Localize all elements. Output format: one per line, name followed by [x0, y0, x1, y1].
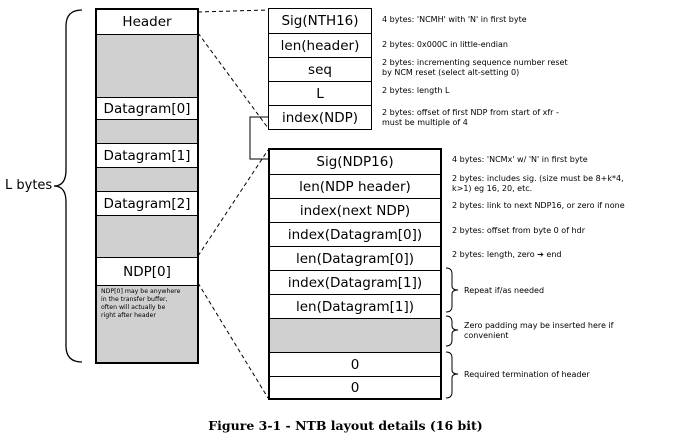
ntb-datagram-0: Datagram[0] [97, 97, 197, 119]
termination-brace [445, 351, 459, 399]
padding-note-line-2: convenient [464, 331, 509, 340]
ndp16-term-len-cell: 0 [270, 376, 440, 398]
ntb-datagram-1: Datagram[1] [97, 143, 197, 167]
nth16-sig-note: 4 bytes: 'NCMH' with 'N' in first byte [382, 15, 527, 24]
nth16-seq-note-line-2: by NCM reset (select alt-setting 0) [382, 68, 520, 77]
padding-note-line-1: Zero padding may be inserted here if [464, 321, 614, 330]
header-expand-line-bottom [197, 32, 269, 129]
ndp16-padding-cell [270, 318, 440, 352]
ntb-payload-block-2 [97, 119, 197, 143]
l-bytes-label: L bytes [5, 178, 53, 193]
ndp16-column: Sig(NDP16) len(NDP header) index(next ND… [268, 148, 442, 400]
ntb-column: Header Datagram[0] Datagram[1] Datagram[… [95, 8, 199, 364]
nth16-column: Sig(NTH16) len(header) seq L index(NDP) [268, 8, 372, 130]
ndp0-note-line-3: often will actually be [101, 304, 166, 311]
ndp16-len-dg1-cell: len(Datagram[1]) [270, 294, 440, 318]
ndp16-index-dg0-cell: index(Datagram[0]) [270, 222, 440, 246]
ndp16-len-header-cell: len(NDP header) [270, 174, 440, 198]
ntb-payload-block-3 [97, 167, 197, 191]
ndp16-sig-note: 4 bytes: 'NCMx' w/ 'N' in first byte [452, 155, 588, 164]
ntb-datagram-2: Datagram[2] [97, 191, 197, 215]
termination-note: Required termination of header [464, 370, 590, 379]
ndp-expand-line-top [197, 149, 269, 257]
ndp16-len-header-note-line-1: 2 bytes: includes sig. (size must be 8+k… [452, 174, 624, 183]
nth16-len-header-cell: len(header) [269, 33, 371, 57]
nth16-sig-cell: Sig(NTH16) [281, 13, 359, 29]
ndp16-index-next-cell: index(next NDP) [270, 198, 440, 222]
nth16-seq-note-line-1: 2 bytes: incrementing sequence number re… [382, 58, 568, 67]
nth16-index-ndp-note-line-2: must be multiple of 4 [382, 118, 468, 127]
nth16-index-ndp-note-line-1: 2 bytes: offset of first NDP from start … [382, 108, 559, 117]
ntb-ndp0-cell: NDP[0] [97, 257, 197, 285]
nth16-seq-cell: seq [269, 57, 371, 81]
repeat-brace [445, 267, 459, 313]
header-expand-line-top [197, 9, 269, 13]
ndp0-note-line-2: in the transfer buffer, [101, 296, 168, 303]
nth16-index-ndp-cell: index(NDP) [269, 105, 371, 129]
l-bytes-brace [53, 9, 83, 363]
ndp16-index-next-note: 2 bytes: link to next NDP16, or zero if … [452, 201, 625, 210]
ndp-expand-line-bottom [197, 282, 269, 399]
ndp16-index-dg1-cell: index(Datagram[1]) [270, 270, 440, 294]
nth16-len-note: 2 bytes: 0x000C in little-endian [382, 40, 508, 49]
repeat-note: Repeat if/as needed [464, 286, 545, 295]
ntb-header-cell: Header [122, 14, 172, 30]
padding-brace [445, 315, 459, 347]
index-ndp-pointer [249, 116, 268, 160]
figure-caption: Figure 3-1 - NTB layout details (16 bit) [208, 418, 483, 433]
ndp16-len-dg0-cell: len(Datagram[0]) [270, 246, 440, 270]
ntb-ndp0-body: NDP[0] may be anywhere in the transfer b… [97, 285, 197, 362]
ndp0-note-line-1: NDP[0] may be anywhere [101, 288, 181, 295]
nth16-length-cell: L [269, 81, 371, 105]
ndp16-len-header-note-line-2: k>1) eg 16, 20, etc. [452, 184, 533, 193]
ndp16-index-dg0-note: 2 bytes: offset from byte 0 of hdr [452, 226, 585, 235]
ndp16-sig-cell: Sig(NDP16) [316, 154, 394, 170]
ntb-payload-block-1 [97, 34, 197, 97]
ndp16-len-dg0-note: 2 bytes: length, zero ➔ end [452, 250, 562, 259]
ndp16-term-index-cell: 0 [270, 352, 440, 376]
nth16-length-note: 2 bytes: length L [382, 86, 450, 95]
ntb-payload-block-4 [97, 215, 197, 257]
ndp0-note-line-4: right after header [101, 312, 156, 319]
